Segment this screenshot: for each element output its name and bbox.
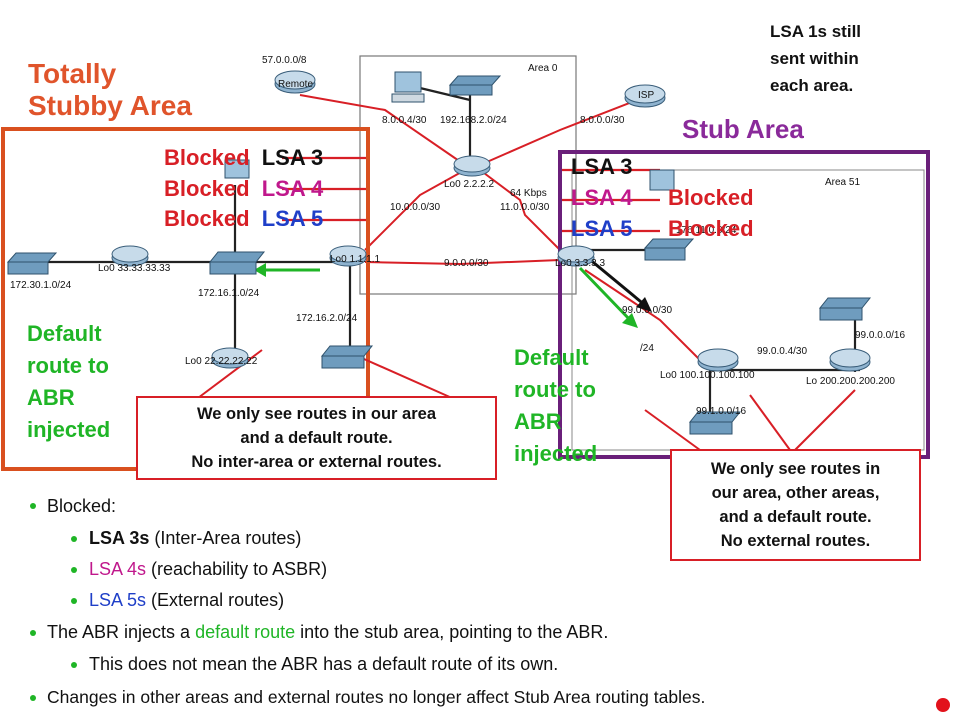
router-label: Lo0 1.1.1.1 — [330, 254, 381, 265]
stub-lsa4-blocked: Blocked — [668, 185, 754, 210]
blocked-lsa3-row: Blocked LSA 3 — [164, 145, 324, 170]
network-label: 8.0.0.0/30 — [580, 115, 625, 126]
switch-icon — [818, 297, 872, 321]
callout-totally-stubby: We only see routes in our area and a def… — [136, 396, 497, 480]
router-icon — [329, 245, 367, 267]
bullet-blocked: Blocked: — [47, 496, 117, 516]
serial-links — [299, 94, 701, 361]
area-label: Area 51 — [825, 177, 861, 188]
router-label: ISP — [638, 90, 655, 101]
pc-icon — [649, 169, 675, 191]
router-label: Lo0 22.22.22.22 — [185, 356, 258, 367]
area-label: Area 0 — [528, 63, 558, 74]
bullet-dot — [71, 567, 77, 573]
switch-icon — [448, 75, 502, 96]
default-route-note-right: Default route to ABR injected — [514, 345, 598, 466]
stub-lsa5-label: LSA 5 — [571, 216, 633, 241]
bullet-abr-note: This does not mean the ABR has a default… — [89, 654, 559, 674]
pc-icon — [391, 71, 425, 103]
bullet-dot — [30, 695, 36, 701]
network-label: 10.0.0.0/30 — [390, 202, 441, 213]
switch-icon — [208, 251, 266, 275]
network-label: 192.168.2.0/24 — [440, 115, 507, 126]
network-label: 11.0.0.0/30 — [500, 202, 550, 213]
network-label: 172.16.2.0/24 — [296, 313, 358, 324]
bullet-lsa4: LSA 4s (reachability to ASBR) — [89, 559, 328, 579]
router-label: Lo0 33.33.33.33 — [98, 263, 171, 274]
network-label: 99.1.0.0/16 — [696, 406, 747, 417]
router-icon — [624, 84, 666, 108]
stub-lsa4-label: LSA 4 — [571, 185, 633, 210]
area0-box — [359, 55, 577, 295]
network-label: 57.0.0.0/8 — [262, 55, 307, 66]
router-icon — [829, 348, 871, 372]
bullet-dot — [71, 536, 77, 542]
stub-lsa5-blocked: Blocked — [668, 216, 754, 241]
router-label: Lo0 2.2.2.2 — [444, 179, 495, 190]
switch-icon — [643, 238, 695, 261]
router-icon — [453, 155, 491, 177]
network-label: 172.30.1.0/24 — [10, 280, 72, 291]
router-icon — [211, 347, 249, 369]
router-icon — [111, 245, 149, 267]
bullet-dot — [30, 503, 36, 509]
router-label: Lo0 100.100.100.100 — [660, 370, 755, 381]
router-icon — [274, 70, 316, 94]
bullet-dot — [30, 630, 36, 636]
router-label: Lo0 3.3.3.3 — [555, 258, 606, 269]
totally-stubby-title: Totally Stubby Area — [28, 58, 192, 121]
router-label: Remote — [278, 79, 314, 90]
stub-lsa3-label: LSA 3 — [571, 154, 633, 179]
network-label: 8.0.0.4/30 — [382, 115, 427, 126]
network-label: 176.11.0.0/24 — [676, 225, 737, 236]
blocked-lsa5-row: Blocked LSA 5 — [164, 206, 324, 231]
lsa1-note: LSA 1s still sent within each area. — [770, 22, 862, 95]
bullet-dot — [71, 662, 77, 668]
bullet-abr-injects: The ABR injects a default route into the… — [47, 622, 609, 642]
router-label: Lo 200.200.200.200 — [806, 376, 895, 387]
default-route-note-left: Default route to ABR injected — [27, 321, 111, 442]
switch-icon — [320, 345, 374, 369]
link-speed-label: 64 Kbps — [510, 188, 547, 199]
network-label: 172.16.1.0/24 — [198, 288, 260, 299]
laser-pointer-icon — [936, 698, 950, 712]
callout-stub: We only see routes in our area, other ar… — [670, 449, 921, 561]
router-icon — [697, 348, 739, 372]
network-label: /24 — [640, 343, 654, 354]
network-label: 9.0.0.0/30 — [444, 258, 489, 269]
bullet-lsa3: LSA 3s (Inter-Area routes) — [89, 528, 302, 548]
router-icon — [557, 245, 595, 267]
bullet-dot — [71, 598, 77, 604]
network-label: 99.0.0.0/16 — [855, 330, 906, 341]
switch-icon — [688, 411, 742, 435]
blocked-lsa4-row: Blocked LSA 4 — [164, 176, 324, 201]
pc-icon — [224, 159, 250, 179]
network-label: 99.0.0.4/30 — [757, 346, 808, 357]
bullet-lsa5: LSA 5s (External routes) — [89, 590, 285, 610]
bullet-changes: Changes in other areas and external rout… — [47, 687, 706, 707]
switch-icon — [6, 252, 58, 275]
network-label: 99.0.0.0/30 — [622, 305, 673, 316]
stub-area-title: Stub Area — [682, 114, 804, 144]
